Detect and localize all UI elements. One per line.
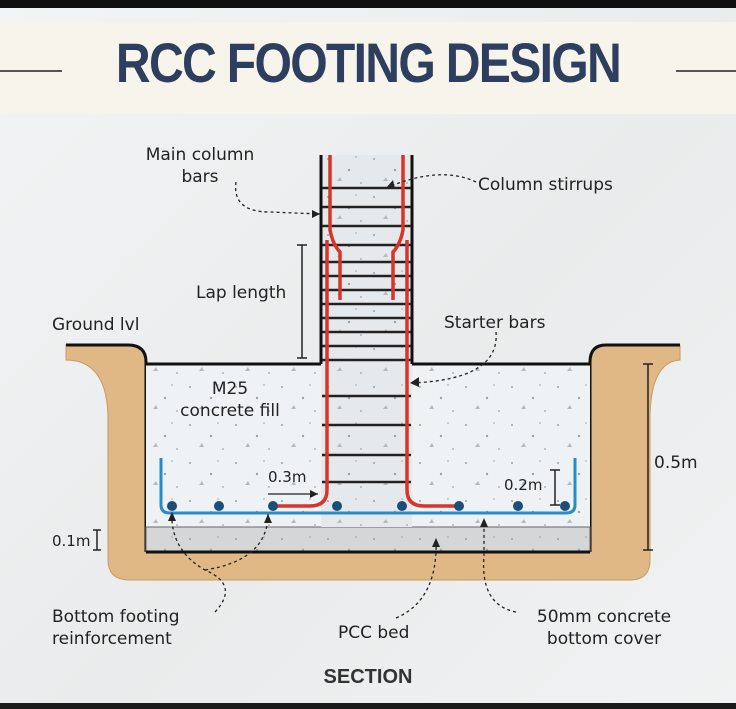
leader-pcc-bed	[395, 539, 437, 619]
top-border	[0, 0, 736, 8]
label-ground-level: Ground lvl	[52, 315, 140, 335]
leader-stirrups	[385, 174, 477, 189]
distribution-bars	[167, 501, 570, 511]
bottom-footing-reinforcement	[159, 458, 577, 515]
title-rule-right	[676, 70, 736, 72]
label-0-1m: 0.1m	[52, 532, 91, 550]
dim-0-2m	[550, 469, 560, 506]
starter-bars	[272, 240, 463, 508]
main-column-bars	[328, 155, 405, 300]
leader-cover	[482, 520, 517, 613]
label-0-3m: 0.3m	[268, 468, 307, 486]
label-bottom-footing-reinforcement: Bottom footing reinforcement	[52, 607, 180, 649]
label-lap-length: Lap length	[196, 283, 287, 303]
label-bottom-cover: 50mm concrete bottom cover	[536, 607, 672, 649]
dim-0-1m	[93, 529, 101, 551]
dim-lap-length	[297, 244, 307, 359]
section-caption: SECTION	[323, 666, 413, 688]
leader-starter-bars	[409, 331, 497, 384]
label-0-5m: 0.5m	[654, 453, 698, 473]
label-starter-bars: Starter bars	[444, 313, 546, 333]
title-rule-left	[0, 70, 62, 72]
label-concrete-fill: M25 concrete fill	[180, 379, 280, 421]
title-band	[0, 22, 736, 114]
label-pcc-bed: PCC bed	[338, 623, 410, 643]
dim-0-5m	[643, 363, 653, 551]
ground-line-right	[588, 343, 680, 552]
bottom-border	[0, 703, 736, 709]
label-column-stirrups: Column stirrups	[478, 175, 613, 195]
label-main-column-bars: Main column bars	[145, 145, 255, 187]
ground-line-left	[66, 343, 148, 552]
label-0-2m: 0.2m	[504, 476, 543, 494]
page-title: RCC FOOTING DESIGN	[115, 31, 622, 94]
